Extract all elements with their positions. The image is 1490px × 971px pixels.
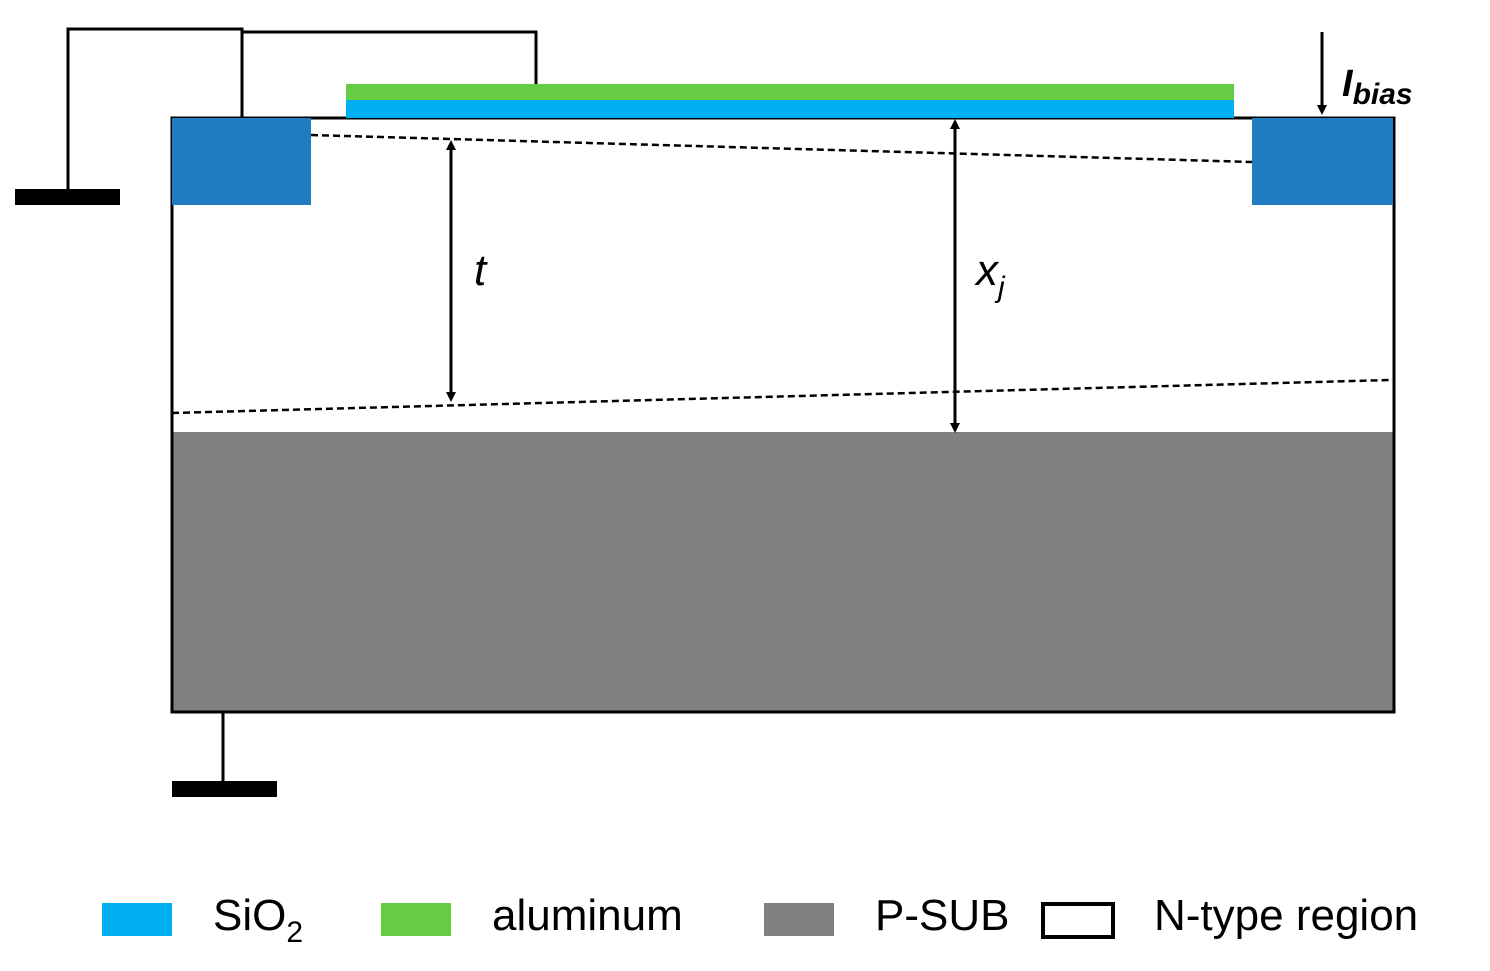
ground-wire-left	[66, 27, 244, 190]
ibias-label: I	[1342, 63, 1354, 105]
svg-text:xj: xj	[974, 246, 1006, 304]
legend-aluminum-swatch	[381, 903, 451, 936]
sio2-layer	[346, 99, 1234, 118]
legend-sio2-subscript: 2	[286, 916, 303, 949]
legend-aluminum-label: aluminum	[492, 891, 683, 940]
lower-depletion-boundary	[171, 378, 1391, 415]
gate-wire	[242, 30, 538, 84]
left-contact	[172, 118, 311, 205]
ground-symbol-left	[15, 189, 120, 205]
legend-sio2-label: SiO	[213, 891, 286, 940]
t-label: t	[474, 246, 488, 295]
aluminum-layer	[346, 84, 1234, 100]
ground-symbol-bottom	[172, 781, 277, 797]
upper-depletion-boundary	[310, 133, 1253, 164]
legend-psub-label: P-SUB	[875, 891, 1009, 940]
xj-label: x	[974, 246, 1000, 295]
right-contact	[1252, 118, 1393, 205]
legend-psub-swatch	[764, 903, 834, 936]
svg-text:SiO2: SiO2	[213, 891, 303, 949]
svg-text:Ibias: Ibias	[1342, 63, 1413, 111]
legend-sio2-swatch	[102, 903, 172, 936]
p-substrate-region	[172, 432, 1394, 712]
legend-ntype-swatch	[1041, 902, 1115, 939]
ibias-subscript: bias	[1353, 78, 1413, 111]
legend-ntype-label: N-type region	[1154, 891, 1418, 940]
legend: SiO2 aluminum P-SUB N-type region	[102, 891, 1418, 949]
